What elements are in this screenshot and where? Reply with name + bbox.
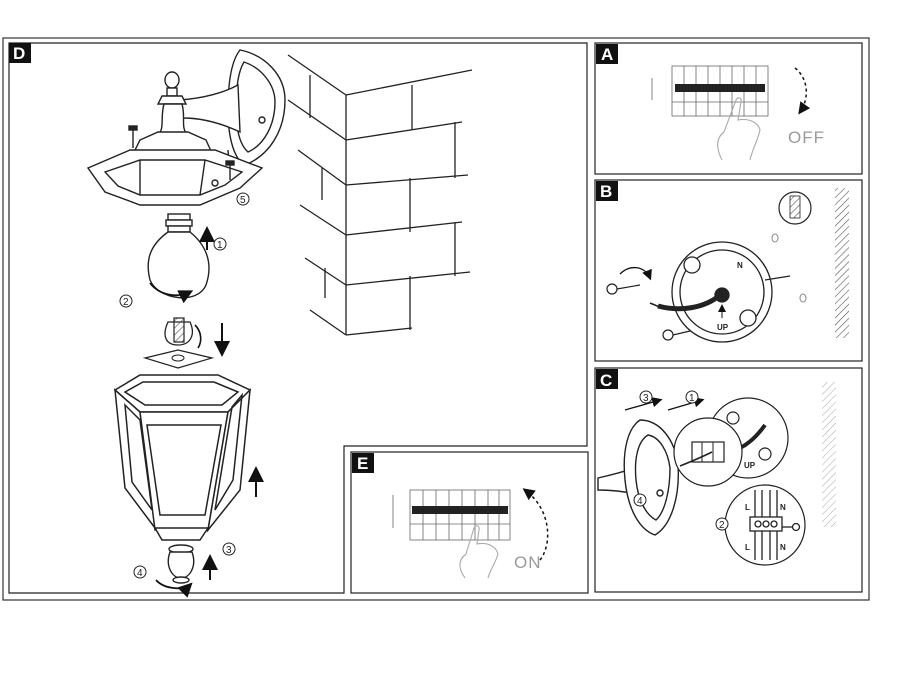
panel-a-label-box <box>596 44 618 64</box>
rotate-arrow-icon <box>149 282 194 304</box>
step-5-number: 5 <box>240 195 246 206</box>
breaker-panel-illustration <box>651 65 769 117</box>
on-label: ON <box>514 553 542 572</box>
c-step-2-number: 2 <box>719 520 725 531</box>
lantern-housing-illustration <box>113 374 252 541</box>
panel-d-label-box <box>9 43 31 63</box>
step-3-number: 3 <box>226 545 232 556</box>
panel-e: E ON <box>350 451 589 594</box>
panel-e-label: E <box>357 454 368 473</box>
off-label: OFF <box>788 128 825 147</box>
step-3-marker <box>222 542 236 556</box>
hand-icon <box>717 97 761 161</box>
screw-icon <box>128 125 235 180</box>
panel-a-label: A <box>601 45 613 64</box>
wall-hatch-c <box>822 382 836 527</box>
step-2-number: 2 <box>123 297 129 308</box>
nut-illustration <box>164 317 202 349</box>
wiring-detail-illustration <box>749 490 801 560</box>
panel-c: C 3 1 UP 4 <box>594 367 863 593</box>
step-2-marker-c <box>715 517 729 531</box>
panel-b-label: B <box>600 182 612 201</box>
panel-a: A OFF <box>594 42 863 175</box>
cable-illustration <box>657 293 722 312</box>
arrow-right-icon <box>624 397 663 411</box>
switch-off-arrow-icon <box>794 67 811 115</box>
c-step-4-number: 4 <box>637 496 643 507</box>
wire-l-label-bottom: L <box>745 543 750 552</box>
hand-icon-e <box>459 525 499 579</box>
panel-c-label-box <box>596 369 618 389</box>
step-1-marker <box>213 237 227 251</box>
step-4-marker-c <box>633 493 647 507</box>
step-3-marker-c <box>639 390 653 404</box>
up-label: UP <box>717 323 729 332</box>
step-1-marker-c <box>685 390 699 404</box>
c-step-1-number: 1 <box>689 393 695 404</box>
panel-c-border <box>594 367 863 593</box>
panel-d: D <box>8 42 588 598</box>
panel-d-label: D <box>13 44 25 63</box>
panel-b-border <box>594 179 863 362</box>
panel-b-label-box <box>596 181 618 201</box>
finial-illustration <box>167 544 195 584</box>
panel-a-border <box>594 42 863 175</box>
step-4-number: 4 <box>137 568 143 579</box>
step-5-marker <box>236 192 250 206</box>
wire-n-label-bottom: N <box>780 543 786 552</box>
lamp-top-cap-illustration <box>86 71 264 206</box>
screw-icon-b <box>606 275 791 341</box>
panel-c-label: C <box>600 371 612 390</box>
rotate-arrow-icon-2 <box>155 579 193 598</box>
c-step-3-number: 3 <box>643 393 649 404</box>
breaker-panel-illustration-e <box>392 489 511 541</box>
rotate-arrow-icon-b <box>619 267 652 281</box>
bracket-illustration-c <box>597 419 679 536</box>
wire-n-label-top: N <box>780 503 786 512</box>
switch-on-arrow-icon <box>522 488 549 561</box>
brick-wall-illustration <box>287 54 473 336</box>
step-1-number: 1 <box>217 240 223 251</box>
c-up-label: UP <box>744 461 756 470</box>
panel-e-border <box>350 451 589 594</box>
terminal-n-label: N <box>737 261 743 270</box>
panel-d-border <box>8 42 588 594</box>
step-2-marker <box>119 294 133 308</box>
panel-b: B N UP <box>594 179 863 362</box>
arrow-right-icon-2 <box>667 397 705 411</box>
panel-e-label-box <box>352 453 374 473</box>
outer-frame <box>2 37 870 601</box>
bulb-illustration <box>147 213 210 299</box>
wall-hatch <box>835 188 849 338</box>
step-4-marker <box>133 565 147 579</box>
wire-l-label-top: L <box>745 503 750 512</box>
